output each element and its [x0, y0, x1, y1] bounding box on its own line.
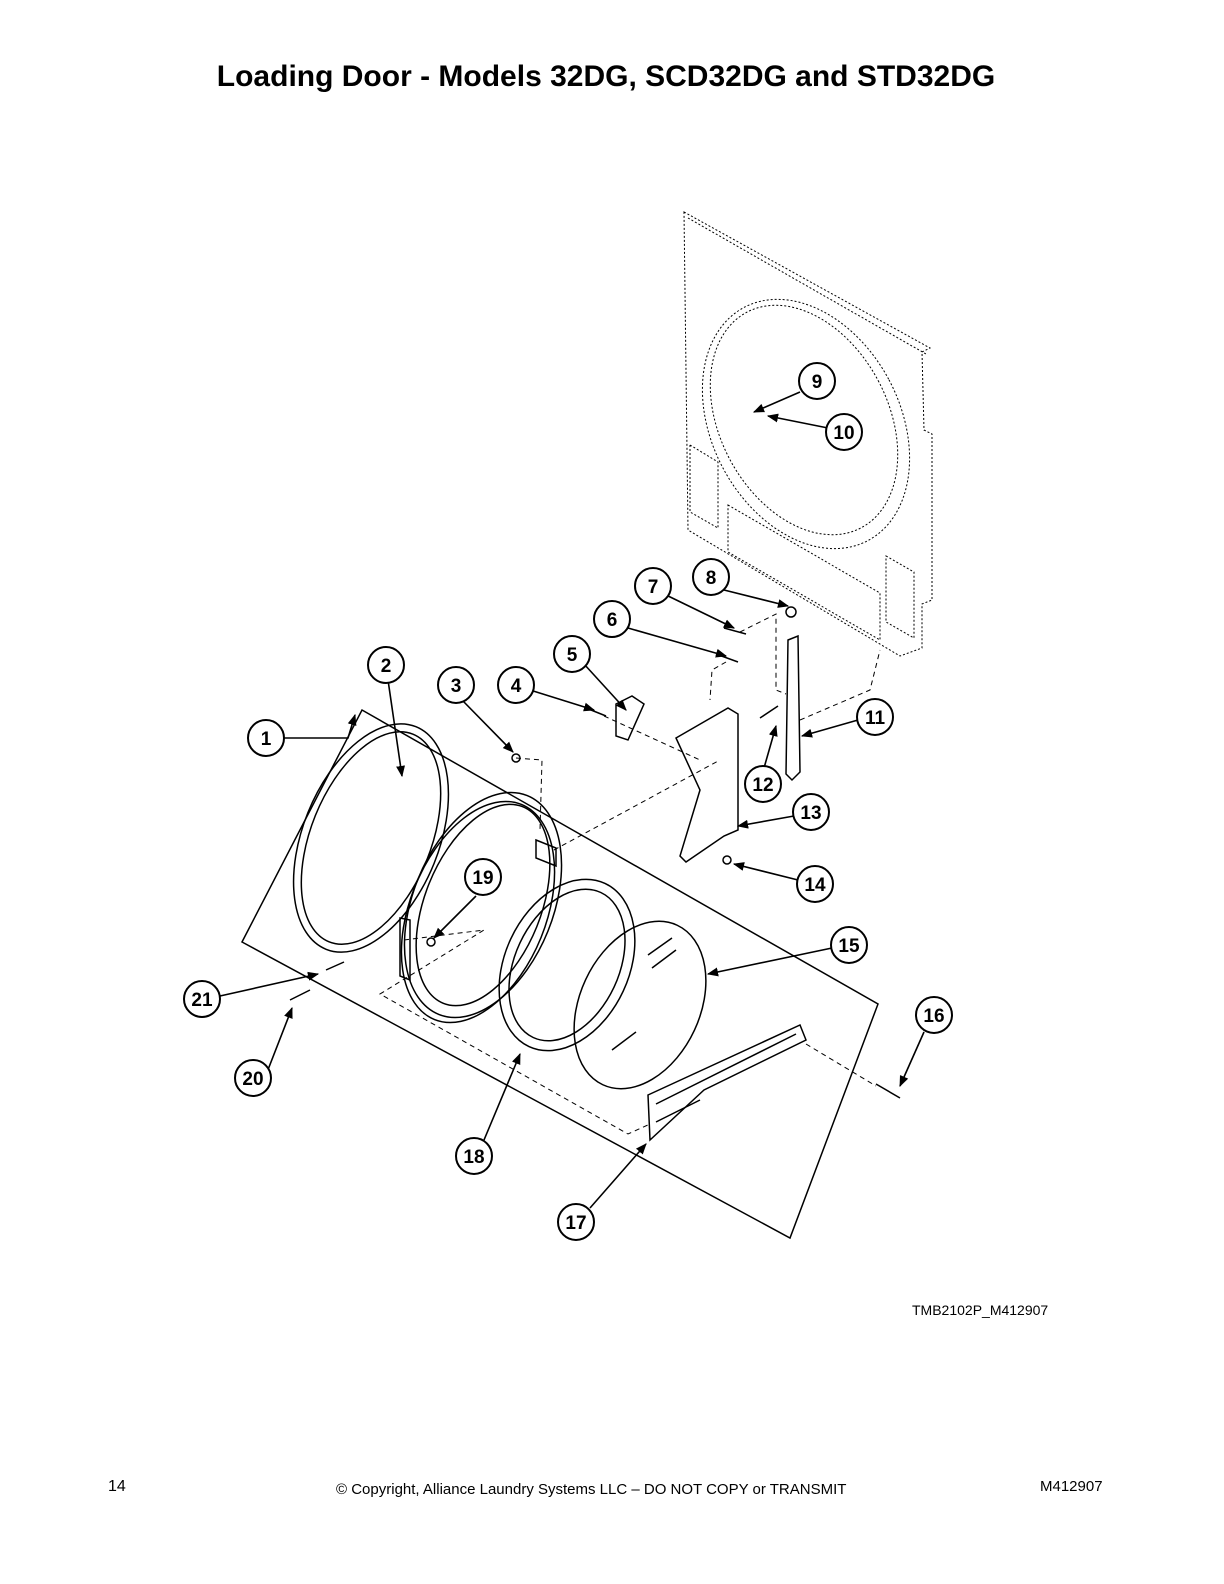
figure-id: TMB2102P_M412907	[912, 1302, 1049, 1318]
callout-10: 10	[825, 413, 863, 451]
svg-text:4: 4	[511, 676, 522, 697]
svg-text:15: 15	[838, 936, 860, 957]
hinge-bracket	[785, 606, 801, 782]
callout-2: 2	[367, 646, 405, 684]
callout-3: 3	[437, 666, 475, 704]
svg-text:17: 17	[565, 1213, 586, 1234]
svg-text:2: 2	[381, 656, 392, 677]
svg-text:21: 21	[191, 990, 213, 1011]
callout-11: 11	[856, 698, 894, 736]
callout-15: 15	[830, 926, 868, 964]
door-hinge	[675, 707, 739, 863]
svg-text:10: 10	[833, 423, 854, 444]
svg-text:6: 6	[607, 610, 618, 631]
svg-text:19: 19	[472, 868, 493, 889]
callout-21: 21	[183, 980, 221, 1018]
callout-18: 18	[455, 1137, 493, 1175]
door-assembly-outline	[240, 708, 879, 1240]
callout-19: 19	[464, 858, 502, 896]
svg-text:13: 13	[800, 803, 821, 824]
door-handle	[647, 1023, 807, 1142]
callout-5: 5	[553, 635, 591, 673]
page-title: Loading Door - Models 32DG, SCD32DG and …	[216, 60, 996, 93]
callout-17: 17	[557, 1203, 595, 1241]
callout-13: 13	[792, 793, 830, 831]
door-glass	[573, 920, 707, 1090]
callout-12: 12	[744, 765, 782, 803]
svg-text:9: 9	[812, 372, 823, 393]
alignment-lines	[379, 613, 881, 1135]
callout-9: 9	[798, 362, 836, 400]
copyright-notice: © Copyright, Alliance Laundry Systems LL…	[336, 1481, 847, 1498]
callout-4: 4	[497, 666, 535, 704]
svg-text:5: 5	[567, 645, 578, 666]
document-number: M412907	[1040, 1478, 1103, 1495]
callout-14: 14	[796, 865, 834, 903]
svg-text:20: 20	[242, 1069, 263, 1090]
callout-6: 6	[593, 600, 631, 638]
svg-text:1: 1	[261, 729, 272, 750]
svg-text:11: 11	[865, 708, 886, 729]
callout-1: 1	[247, 719, 285, 757]
svg-text:12: 12	[752, 775, 773, 796]
svg-text:3: 3	[451, 676, 462, 697]
door-ring	[399, 791, 563, 1024]
svg-text:18: 18	[463, 1147, 484, 1168]
svg-text:16: 16	[923, 1006, 944, 1027]
glass-gasket	[498, 878, 636, 1052]
callout-16: 16	[915, 996, 953, 1034]
page-number: 14	[108, 1478, 126, 1495]
front-panel-outline	[683, 211, 933, 657]
hardware-items	[289, 627, 901, 1099]
callout-8: 8	[692, 558, 730, 596]
svg-text:8: 8	[706, 568, 717, 589]
callout-7: 7	[634, 567, 672, 605]
svg-text:7: 7	[648, 577, 659, 598]
svg-text:14: 14	[804, 875, 826, 896]
callout-20: 20	[234, 1059, 272, 1097]
